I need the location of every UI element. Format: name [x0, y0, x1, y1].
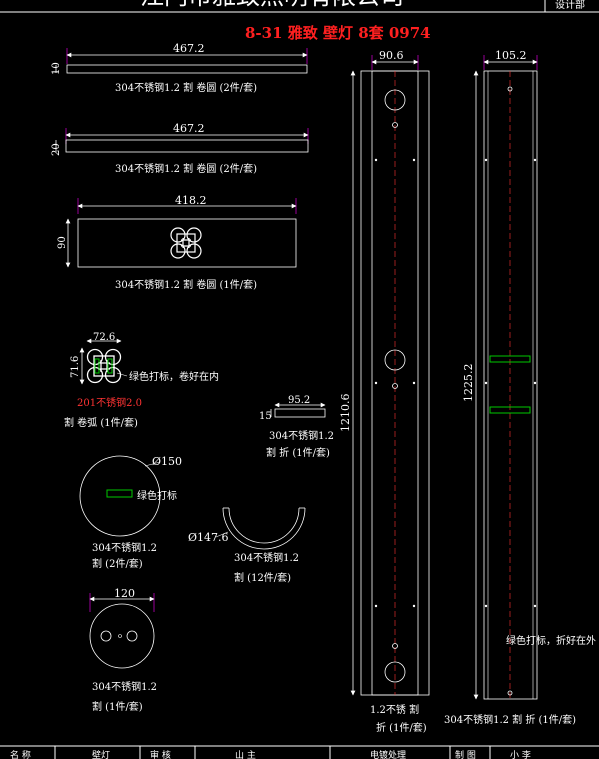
green-mark — [107, 358, 113, 374]
part-label-line-2: 折 (1件/套) — [376, 721, 427, 734]
drawing-title: 8-31 雅致 壁灯 8套 0974 — [245, 24, 431, 42]
footer-name-label: 名 称 — [10, 749, 31, 759]
hole-icon — [392, 383, 398, 389]
dim-height-label: 90 — [57, 236, 68, 249]
part-1-strip: 467.2 10 304不锈钢1.2 割 卷圆 (2件/套) — [51, 42, 308, 94]
dim-width-label: 90.6 — [379, 49, 404, 62]
marking-note: 绿色打标，卷好在内 — [129, 370, 219, 383]
part-outline — [483, 70, 538, 700]
footer-drafter-label: 制 图 — [455, 749, 476, 759]
knot-emblem-icon — [170, 227, 202, 259]
part-label-line-2: 割 (1件/套) — [92, 700, 143, 713]
part-outline — [65, 139, 309, 153]
marking-note: 绿色打标，折好在外 — [506, 634, 596, 647]
marking-note: 绿色打标 — [137, 489, 177, 502]
part-outline — [274, 408, 326, 418]
part-outline — [77, 218, 297, 268]
dim-height-label: 20 — [51, 143, 62, 156]
footer-finish: 电镀处理 — [370, 749, 406, 759]
hole-icon — [126, 630, 138, 642]
part-label-line-1: 304不锈钢1.2 — [92, 541, 157, 554]
footer-review-value: 山 主 — [235, 749, 256, 759]
dim-width-label: 95.2 — [288, 395, 310, 406]
hole-icon — [392, 122, 398, 128]
part-2-strip: 467.2 20 304不锈钢1.2 割 卷圆 (2件/套) — [51, 122, 309, 175]
part-outline — [79, 455, 161, 537]
green-mark — [106, 489, 133, 498]
dim-height-label: 10 — [51, 62, 62, 75]
hole-icon — [384, 661, 406, 683]
dim-width-label: 467.2 — [173, 122, 205, 135]
dim-height-label: 15 — [259, 411, 272, 422]
arc-outer — [222, 507, 306, 550]
part-5-tab: 95.2 15 304不锈钢1.2 割 折 (1件/套) — [259, 395, 334, 459]
footer-drafter-value: 小 李 — [510, 749, 531, 759]
part-label-line-2: 割 折 (1件/套) — [266, 446, 330, 459]
part-10-tall-panel: 105.2 1225.2 绿色打标，折好在外 304不锈钢1.2 割 折 (1件… — [444, 49, 596, 726]
part-6-disk: Ø150 绿色打标 304不锈钢1.2 割 (2件/套) — [79, 455, 182, 570]
part-outline — [66, 64, 308, 74]
footer-review-label: 审 核 — [150, 749, 171, 759]
dim-height-label: 71.6 — [70, 356, 81, 378]
title-block: 名 称 壁灯 审 核 山 主 电镀处理 制 图 小 李 — [0, 745, 599, 759]
part-label: 304不锈钢1.2 割 折 (1件/套) — [444, 713, 576, 726]
dim-width-label: 418.2 — [175, 194, 207, 207]
part-7-arc: Ø147.6 304不锈钢1.2 割 (12件/套) — [188, 507, 306, 584]
dim-width-label: 105.2 — [495, 49, 527, 62]
part-outline — [89, 603, 155, 669]
part-8-disk: 120 304不锈钢1.2 割 (1件/套) — [89, 587, 157, 713]
hole-icon — [392, 643, 398, 649]
part-label: 割 卷弧 (1件/套) — [64, 416, 138, 429]
dim-width-label: 467.2 — [173, 42, 205, 55]
part-3-plate: 418.2 90 304不锈钢1.2 割 卷圆 (1件/套) — [57, 194, 297, 291]
knot-shape-icon — [86, 348, 122, 384]
hole-icon — [384, 349, 406, 371]
material-label: 201不锈钢2.0 — [77, 396, 142, 409]
dim-diameter-label: Ø150 — [152, 455, 182, 468]
footer-name-value: 壁灯 — [92, 749, 110, 759]
dim-width-label: 72.6 — [93, 332, 115, 343]
hole-icon — [100, 630, 112, 642]
dept-label: 设计部 — [555, 0, 585, 11]
part-label: 304不锈钢1.2 割 卷圆 (2件/套) — [115, 162, 257, 175]
part-label-line-1: 304不锈钢1.2 — [269, 429, 334, 442]
part-4-knot: 72.6 71.6 绿色打标，卷好在内 201不锈钢2.0 割 卷弧 (1件/套… — [64, 332, 219, 429]
part-label: 304不锈钢1.2 割 卷圆 (2件/套) — [115, 81, 257, 94]
part-9-tall-panel: 90.6 1210.6 1.2不锈 割 折 (1件/套) — [339, 49, 430, 734]
hole-icon — [118, 634, 122, 638]
dim-width-label: 120 — [114, 587, 135, 600]
company-name-fragment: 江门市雅致照明有限公司 — [140, 0, 404, 10]
part-label-line-1: 304不锈钢1.2 — [234, 551, 299, 564]
part-label: 304不锈钢1.2 割 卷圆 (1件/套) — [115, 278, 257, 291]
green-mark — [94, 358, 100, 374]
dim-height-label: 1210.6 — [339, 394, 352, 433]
hole-icon — [384, 89, 406, 111]
arc-inner — [228, 507, 300, 544]
green-mark — [489, 406, 531, 414]
part-label-line-1: 1.2不锈 割 — [370, 703, 419, 716]
dim-height-label: 1225.2 — [462, 364, 475, 403]
green-mark — [489, 355, 531, 363]
part-label-line-2: 割 (2件/套) — [92, 557, 143, 570]
dim-diameter-label: Ø147.6 — [188, 531, 229, 544]
part-label-line-2: 割 (12件/套) — [234, 571, 291, 584]
header: 江门市雅致照明有限公司 设计部 8-31 雅致 壁灯 8套 0974 — [0, 0, 599, 42]
part-label-line-1: 304不锈钢1.2 — [92, 680, 157, 693]
